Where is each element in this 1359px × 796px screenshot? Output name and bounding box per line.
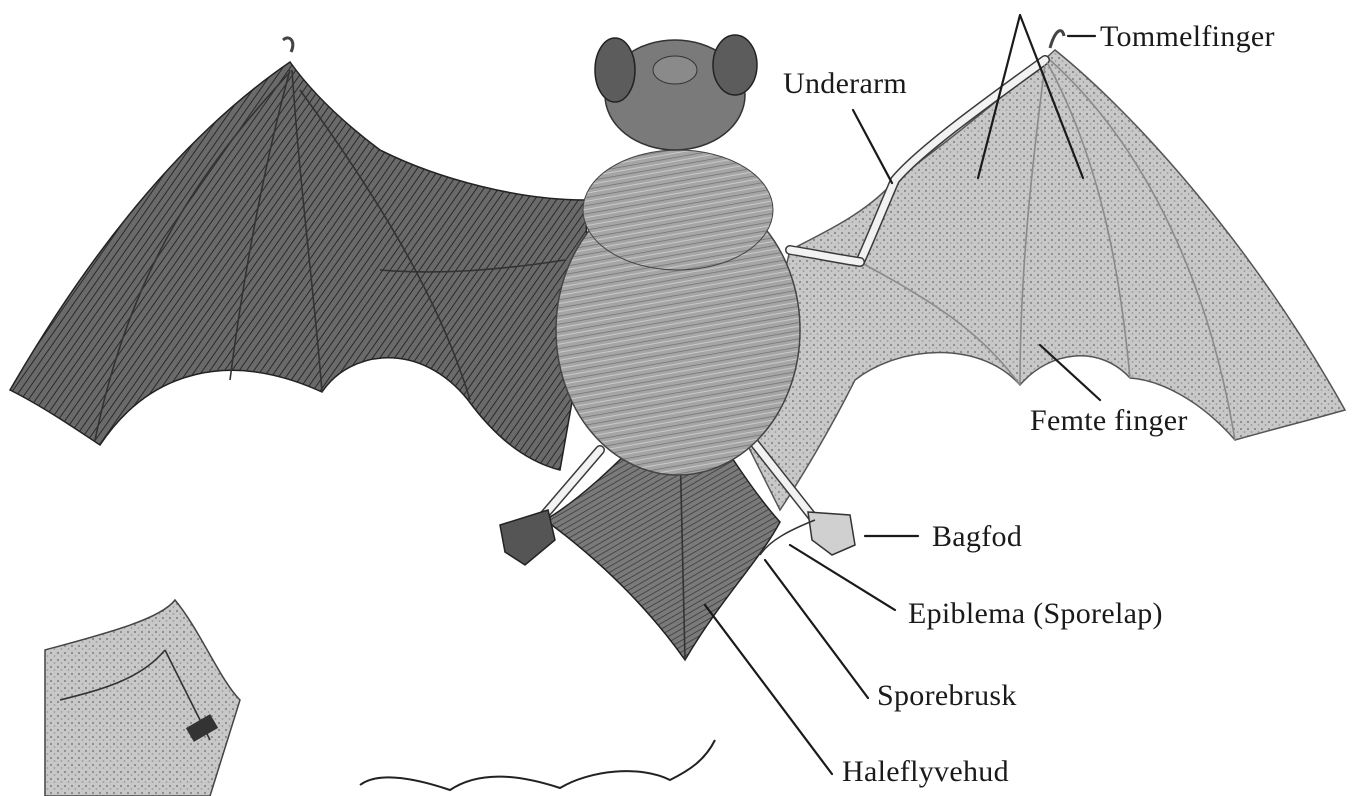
leader-epiblema: [790, 545, 895, 610]
right-ear: [713, 35, 757, 95]
left-ear: [595, 38, 635, 102]
label-epiblema: Epiblema (Sporelap): [908, 597, 1163, 630]
right-wing-membrane: [745, 50, 1345, 510]
label-sporebrusk: Sporebrusk: [877, 679, 1017, 712]
inset-fragment-left: [45, 600, 240, 796]
right-foot-bagfod: [808, 512, 855, 555]
label-underarm: Underarm: [783, 67, 907, 100]
leader-haleflyvehud: [705, 605, 832, 774]
right-wing: [745, 31, 1345, 510]
label-bagfod: Bagfod: [932, 520, 1022, 553]
inset-fragment-bottom: [360, 740, 715, 790]
label-tommelfinger: Tommelfinger: [1100, 20, 1275, 53]
left-wing: [10, 38, 590, 470]
leader-underarm: [853, 110, 892, 183]
leader-sporebrusk: [765, 560, 868, 698]
label-haleflyvehud: Haleflyvehud: [842, 755, 1009, 788]
bat-body: [556, 35, 800, 475]
label-femte-finger: Femte finger: [1030, 404, 1188, 437]
left-wing-membrane: [10, 62, 590, 470]
left-foot: [500, 510, 555, 565]
